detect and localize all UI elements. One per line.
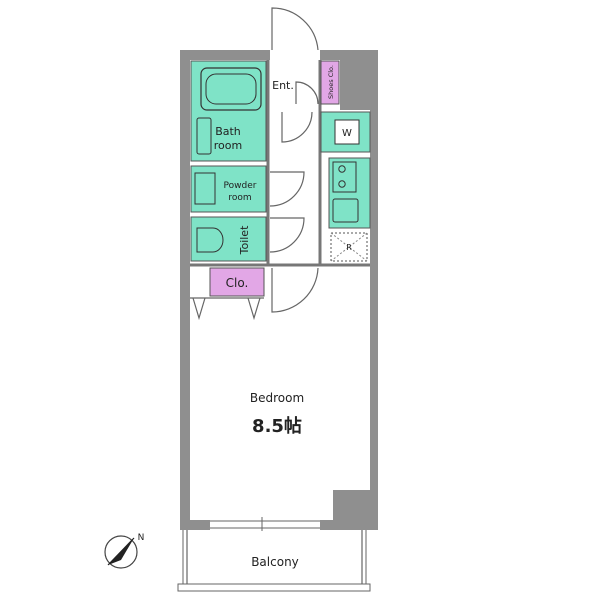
kitchen-column: W R <box>320 111 371 262</box>
entrance-label: Ent. <box>272 79 294 92</box>
sink-icon <box>196 117 212 155</box>
bedroom-label: Bedroom <box>250 391 304 405</box>
north-label: N <box>138 533 145 543</box>
balcony-label: Balcony <box>251 555 299 569</box>
powder-door-swing <box>269 171 305 207</box>
bath-label-line1: Bath <box>215 125 241 138</box>
toilet-label: Toilet <box>238 225 251 255</box>
balcony: Balcony <box>177 530 371 592</box>
entrance-opening <box>270 49 320 61</box>
kitchen-sink-icon <box>332 198 359 223</box>
balcony-rail <box>177 583 371 592</box>
entrance: Ent. Shoes Clo. <box>271 7 340 105</box>
kitchen-counter <box>328 157 371 229</box>
closet-area <box>209 267 265 297</box>
partitions <box>190 60 370 267</box>
shoes-closet-label: Shoes Clo. <box>327 65 335 99</box>
bedroom-door-swing <box>271 267 319 313</box>
toilet-area <box>190 216 267 262</box>
shoes-closet-area <box>320 60 340 105</box>
bath-room: Bath room <box>190 60 267 162</box>
powder-room: Powder room <box>190 165 267 213</box>
washer-icon <box>334 119 360 145</box>
bathtub-icon <box>200 67 262 111</box>
powder-label-line1: Powder <box>224 181 257 191</box>
washer-label: W <box>342 128 352 139</box>
top-right-wall-block <box>340 50 378 110</box>
toilet-door-swing <box>269 217 305 253</box>
stove-icon <box>332 161 357 193</box>
fridge-space <box>330 232 368 262</box>
shoes-closet-door <box>295 81 319 105</box>
walls <box>180 49 378 531</box>
bath-label-line2: room <box>214 139 242 152</box>
bath-door-swing <box>281 111 313 143</box>
bedroom: Bedroom 8.5帖 <box>250 391 304 437</box>
toilet-room: Toilet <box>190 216 267 262</box>
bedroom-size: 8.5帖 <box>252 415 302 437</box>
closet-label: Clo. <box>226 276 249 290</box>
entrance-door-swing <box>271 7 319 51</box>
fridge-label: R <box>346 243 352 252</box>
powder-label-line2: room <box>228 193 251 203</box>
closet: Clo. <box>190 267 265 321</box>
basin-icon <box>194 172 216 205</box>
toilet-icon <box>196 227 224 253</box>
north-arrow: N <box>104 533 145 569</box>
hall-doors <box>269 111 319 313</box>
